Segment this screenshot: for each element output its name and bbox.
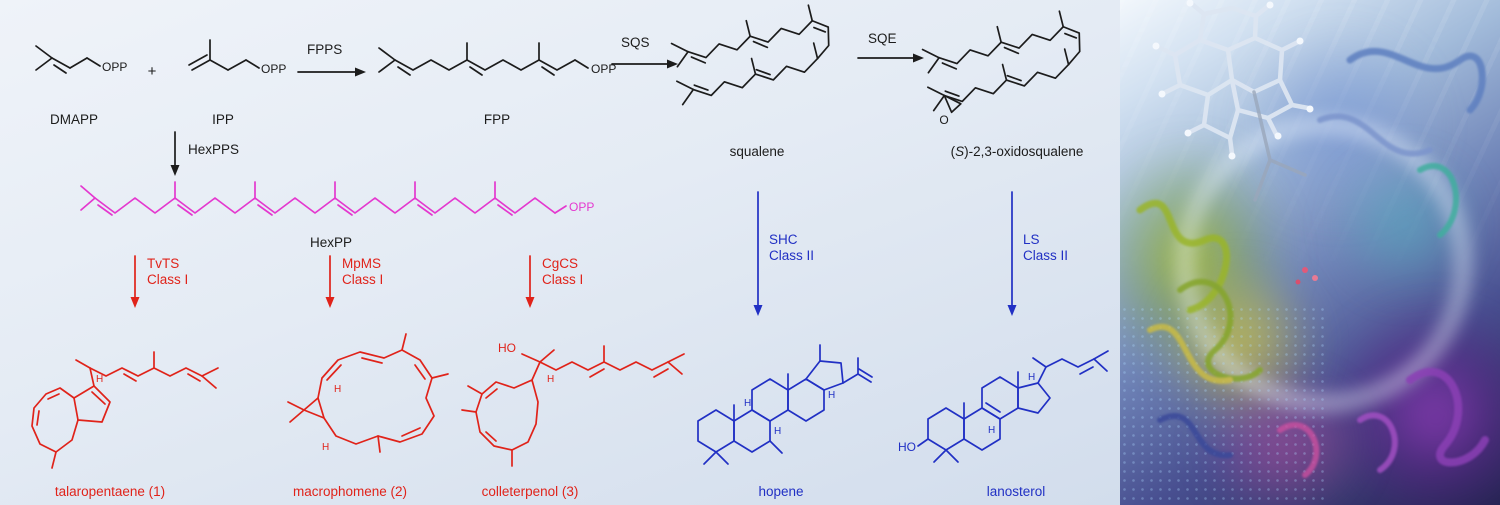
macrophomene-h-label-1: H [334, 384, 341, 395]
ipp-structure [188, 39, 260, 71]
protein-structure-image [1120, 0, 1500, 505]
hexpp-opp-label: OPP [569, 200, 594, 214]
lanosterol-label: lanosterol [987, 484, 1046, 499]
oxidosqualene-label: (S)-2,3-oxidosqualene [951, 144, 1084, 159]
stick-molecule-tail [1252, 90, 1307, 202]
hexpps-reaction-arrow [170, 131, 180, 176]
lanosterol-h-label-2: H [988, 425, 995, 436]
talaropentaene-structure: H [31, 351, 219, 469]
hexpps-enzyme-label: HexPPS [188, 142, 239, 157]
cgcs-enzyme-label: CgCS [542, 256, 578, 271]
macrophomene-h-label-2: H [322, 442, 329, 453]
macrophomene-structure: H H [287, 333, 449, 453]
ipp-opp-label: OPP [261, 62, 286, 76]
hopene-structure: H H H [697, 344, 873, 465]
shc-enzyme-label: SHC [769, 232, 798, 247]
hopene-h-label-2: H [774, 426, 781, 437]
tvts-class-label: Class I [147, 272, 188, 287]
pathway-scheme: OPP DMAPP + OPP IPP FPPS OPP FPP [31, 4, 1109, 499]
tvts-reaction-arrow [130, 255, 140, 308]
squalene-label: squalene [730, 144, 785, 159]
macrophomene-label: macrophomene (2) [293, 484, 407, 499]
lanosterol-h-label-1: H [1028, 372, 1035, 383]
ligand-molecule [1295, 267, 1318, 285]
tvts-enzyme-label: TvTS [147, 256, 179, 271]
cgcs-class-label: Class I [542, 272, 583, 287]
hopene-h-label-1: H [744, 398, 751, 409]
protein-render-art [1136, 0, 1489, 478]
epoxide-oxygen-label: O [939, 113, 948, 127]
epoxide-ring [943, 94, 962, 114]
sqs-enzyme-label: SQS [621, 35, 650, 50]
shc-reaction-arrow [753, 191, 763, 316]
sqe-reaction-arrow [857, 53, 924, 63]
hexpp-label: HexPP [310, 235, 352, 250]
oxidosqualene-structure [916, 6, 1090, 114]
protein-ribbons [1136, 47, 1489, 478]
squalene-structure [670, 4, 830, 106]
ls-enzyme-label: LS [1023, 232, 1040, 247]
mpms-class-label: Class I [342, 272, 383, 287]
fpp-label: FPP [484, 112, 510, 127]
lanosterol-ho-label: HO [898, 440, 916, 454]
fpps-reaction-arrow [297, 67, 366, 77]
fpp-opp-label: OPP [591, 62, 616, 76]
ipp-label: IPP [212, 112, 234, 127]
colleterpenol-structure: HO H [461, 341, 685, 467]
dmapp-structure [35, 45, 101, 74]
colleterpenol-h-label: H [547, 374, 554, 385]
hexpp-structure [80, 181, 567, 216]
colleterpenol-label: colleterpenol (3) [482, 484, 579, 499]
talaropentaene-h-label: H [96, 374, 103, 385]
lanosterol-structure: HO H H [898, 350, 1109, 463]
dmapp-label: DMAPP [50, 112, 98, 127]
plus-sign: + [148, 63, 157, 80]
fpp-structure [378, 42, 589, 76]
fpps-enzyme-label: FPPS [307, 42, 342, 57]
ls-class-label: Class II [1023, 248, 1068, 263]
mpms-reaction-arrow [325, 255, 335, 308]
mpms-enzyme-label: MpMS [342, 256, 381, 271]
sqe-enzyme-label: SQE [868, 31, 897, 46]
hopene-h-label-3: H [828, 390, 835, 401]
talaropentaene-label: talaropentaene (1) [55, 484, 165, 499]
dmapp-opp-label: OPP [102, 60, 127, 74]
colleterpenol-ho-label: HO [498, 341, 516, 355]
hopene-label: hopene [758, 484, 803, 499]
ls-reaction-arrow [1007, 191, 1017, 316]
hydrogen-atoms [1152, 0, 1314, 160]
stick-molecule [1155, 1, 1311, 157]
shc-class-label: Class II [769, 248, 814, 263]
cgcs-reaction-arrow [525, 255, 535, 308]
sqs-reaction-arrow [611, 59, 678, 69]
